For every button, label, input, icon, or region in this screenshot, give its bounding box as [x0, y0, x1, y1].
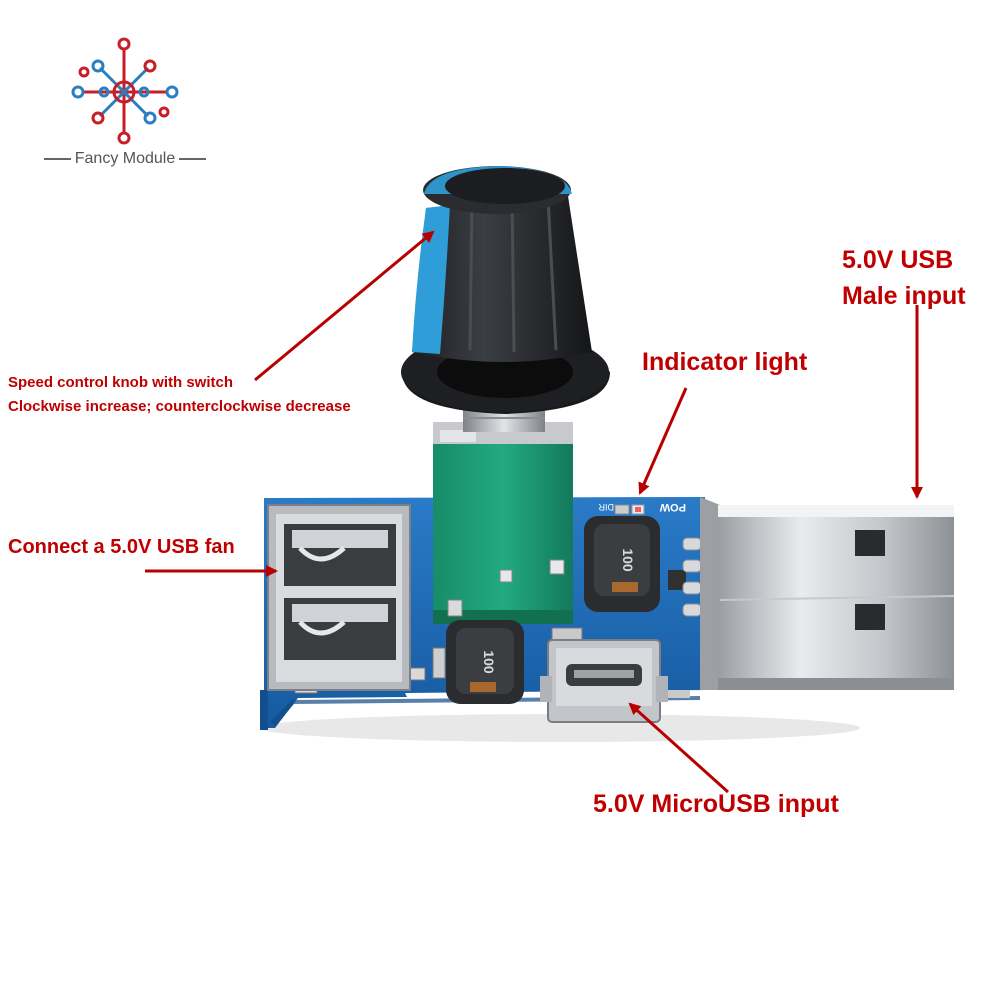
smd-component [614, 504, 630, 515]
smd-component [668, 570, 686, 590]
usb-fan-callout: Connect a 5.0V USB fan [8, 536, 235, 558]
smd-component [432, 647, 446, 679]
indicator-led [631, 504, 645, 515]
smd-component [660, 690, 690, 698]
usb-male-plug [700, 497, 955, 690]
inductor-right: 100 [584, 516, 660, 612]
dir-silkscreen: DIR [598, 502, 614, 512]
usb-female-port [267, 504, 411, 691]
pow-silkscreen: POW [659, 501, 686, 513]
knob-arrow [254, 230, 435, 382]
inductor-marking: 100 [620, 548, 636, 572]
divider [179, 158, 206, 160]
indicator-callout: Indicator light [642, 348, 808, 376]
circuit-logo-icon [71, 37, 179, 145]
micro-usb-arrow [628, 702, 730, 794]
usb-male-callout-line2: Male input [842, 282, 966, 310]
divider [44, 158, 71, 160]
knob-callout-line1: Speed control knob with switch [8, 374, 234, 391]
inductor-marking: 100 [481, 650, 497, 674]
potentiometer [433, 422, 573, 624]
knob-callout-line2: Clockwise increase; counterclockwise dec… [8, 398, 351, 415]
speed-control-knob [401, 166, 610, 414]
micro-usb-callout: 5.0V MicroUSB input [593, 790, 839, 818]
smd-component [551, 627, 583, 641]
micro-usb-port [540, 639, 668, 723]
brand-name: Fancy Module [74, 150, 176, 167]
inductor-left: 100 [446, 620, 524, 704]
brand-label: Fancy Module [44, 150, 206, 168]
indicator-arrow [638, 387, 688, 495]
usb-male-callout-line1: 5.0V USB [842, 246, 954, 274]
